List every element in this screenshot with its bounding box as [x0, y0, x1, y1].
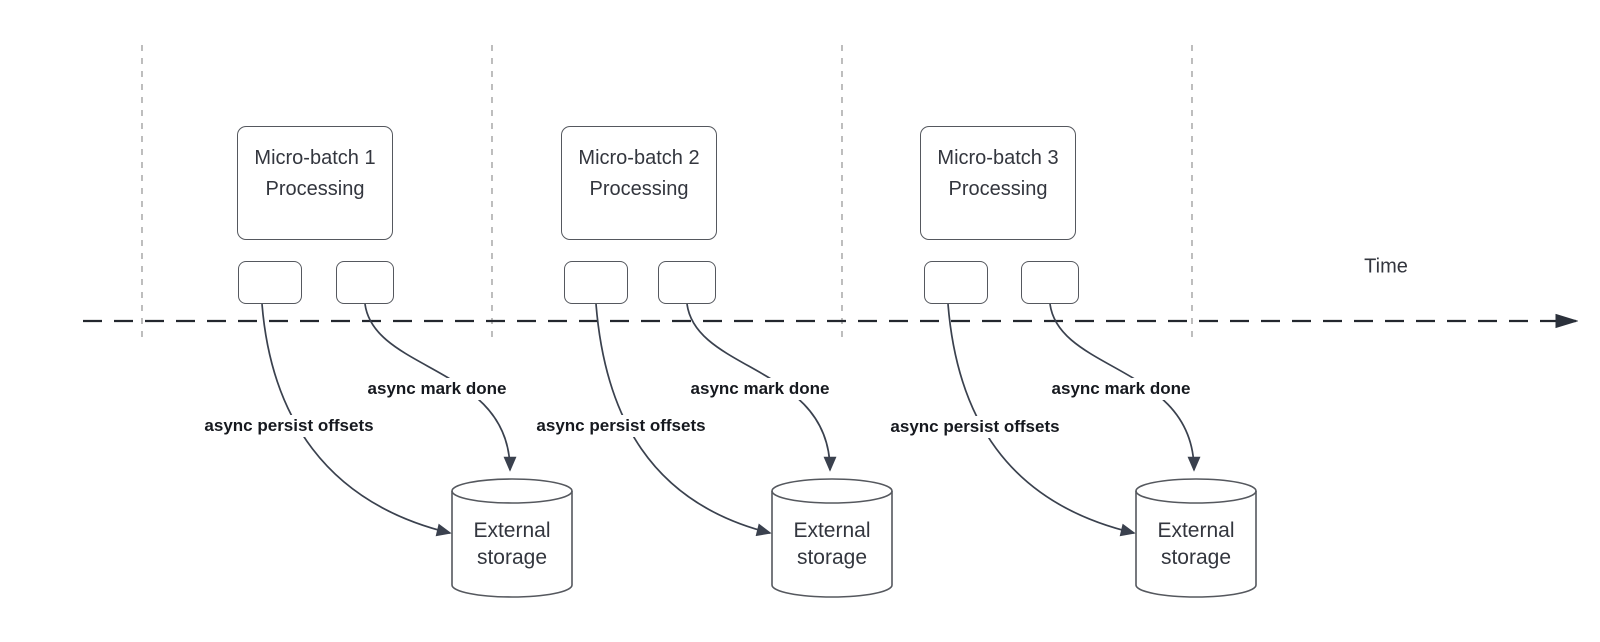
- storage-label-line1: External: [793, 519, 871, 542]
- mark-done-arrow-1: [364, 303, 510, 470]
- processing-box-title: Micro-batch 1: [254, 147, 376, 169]
- processing-box-subtitle: Processing: [948, 178, 1048, 200]
- external-storage-cylinder-1: [451, 478, 573, 598]
- task-box-3-left: [924, 261, 988, 304]
- external-storage-cylinder-3: [1135, 478, 1257, 598]
- external-storage-label-2: External storage: [772, 517, 892, 571]
- processing-box-3: Micro-batch 3 Processing: [920, 126, 1076, 240]
- persist-offsets-arrow-2: [595, 303, 770, 533]
- processing-box-subtitle: Processing: [265, 178, 365, 200]
- processing-box-2: Micro-batch 2 Processing: [561, 126, 717, 240]
- mark-done-label-1: async mark done: [363, 378, 511, 400]
- task-box-3-right: [1021, 261, 1079, 304]
- storage-label-line1: External: [473, 519, 551, 542]
- persist-offsets-label-1: async persist offsets: [200, 415, 378, 437]
- persist-offsets-label-3: async persist offsets: [886, 416, 1064, 438]
- task-box-2-right: [658, 261, 716, 304]
- storage-label-line1: External: [1157, 519, 1235, 542]
- storage-label-line2: storage: [476, 546, 548, 569]
- external-storage-label-3: External storage: [1136, 517, 1256, 571]
- persist-offsets-arrow-3: [947, 303, 1134, 533]
- storage-label-line2: storage: [1160, 546, 1232, 569]
- external-storage-cylinder-2: [771, 478, 893, 598]
- task-box-1-right: [336, 261, 394, 304]
- persist-offsets-label-2: async persist offsets: [532, 415, 710, 437]
- processing-box-title: Micro-batch 2: [578, 147, 700, 169]
- mark-done-arrow-3: [1049, 303, 1194, 470]
- processing-box-title: Micro-batch 3: [937, 147, 1059, 169]
- processing-box-1: Micro-batch 1 Processing: [237, 126, 393, 240]
- persist-offsets-arrow-1: [261, 303, 450, 533]
- processing-box-subtitle: Processing: [589, 178, 689, 200]
- time-axis-label: Time: [1364, 255, 1408, 278]
- task-box-2-left: [564, 261, 628, 304]
- task-box-1-left: [238, 261, 302, 304]
- mark-done-arrow-2: [686, 303, 830, 470]
- mark-done-label-2: async mark done: [686, 378, 834, 400]
- storage-label-line2: storage: [796, 546, 868, 569]
- mark-done-label-3: async mark done: [1047, 378, 1195, 400]
- external-storage-label-1: External storage: [452, 517, 572, 571]
